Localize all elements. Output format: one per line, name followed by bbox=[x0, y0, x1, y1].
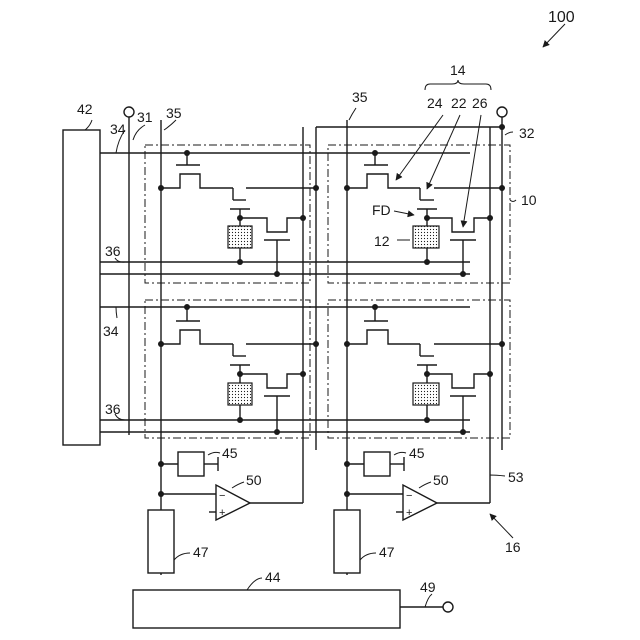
label-45-right: 45 bbox=[409, 445, 425, 461]
label-fd: FD bbox=[372, 202, 391, 218]
pixel-bottom-right bbox=[328, 300, 510, 438]
column-adc-left bbox=[148, 510, 174, 573]
current-source-right bbox=[344, 452, 404, 476]
figure-number-label: 100 bbox=[548, 9, 575, 26]
label-31: 31 bbox=[137, 109, 153, 125]
opamp-right-plus: + bbox=[406, 507, 412, 519]
label-36-bottom: 36 bbox=[105, 401, 121, 417]
label-14: 14 bbox=[450, 62, 466, 78]
label-24: 24 bbox=[427, 95, 443, 111]
label-35-right: 35 bbox=[352, 89, 368, 105]
horizontal-scan-circuit bbox=[133, 590, 400, 628]
label-44: 44 bbox=[265, 569, 281, 585]
opamp-left bbox=[158, 485, 303, 520]
label-47-right: 47 bbox=[379, 544, 395, 560]
label-34-bottom: 34 bbox=[103, 323, 119, 339]
label-47-left: 47 bbox=[193, 544, 209, 560]
label-50-right: 50 bbox=[433, 472, 449, 488]
label-12: 12 bbox=[374, 233, 390, 249]
label-35-left: 35 bbox=[166, 105, 182, 121]
label-53: 53 bbox=[508, 469, 524, 485]
label-36-top: 36 bbox=[105, 243, 121, 259]
opamp-right bbox=[344, 485, 490, 520]
label-49: 49 bbox=[420, 579, 436, 595]
current-source-left bbox=[158, 452, 218, 476]
opamp-left-minus: − bbox=[219, 490, 225, 502]
vertical-scan-circuit bbox=[63, 130, 100, 445]
label-42: 42 bbox=[77, 101, 93, 117]
pixel-bottom-left bbox=[145, 300, 319, 438]
label-10: 10 bbox=[521, 192, 537, 208]
label-22: 22 bbox=[451, 95, 467, 111]
label-50-left: 50 bbox=[246, 472, 262, 488]
power-line-31 bbox=[124, 107, 134, 435]
label-26: 26 bbox=[472, 95, 488, 111]
label-32: 32 bbox=[519, 125, 535, 141]
label-16: 16 bbox=[505, 539, 521, 555]
label-34-top: 34 bbox=[110, 121, 126, 137]
opamp-right-minus: − bbox=[406, 490, 412, 502]
label-45-left: 45 bbox=[222, 445, 238, 461]
opamp-left-plus: + bbox=[219, 507, 225, 519]
column-adc-right bbox=[334, 510, 360, 573]
